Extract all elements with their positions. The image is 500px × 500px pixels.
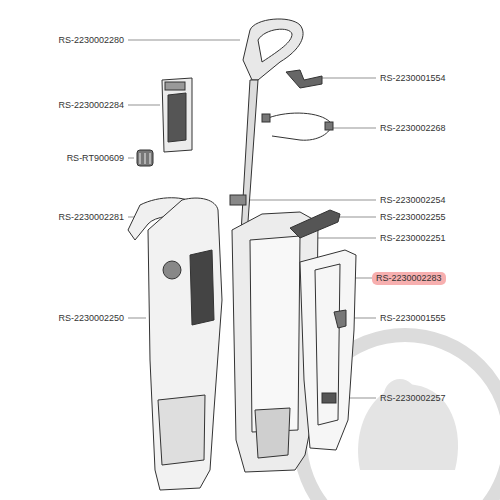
part-number: RS-RT900609 <box>65 153 126 164</box>
part-number: RS-2230002250 <box>56 313 126 324</box>
knob <box>137 150 153 166</box>
small-bracket <box>230 195 246 205</box>
main-body <box>148 198 222 490</box>
parts <box>128 19 356 490</box>
clip <box>290 210 340 238</box>
part-number: RS-2230002284 <box>56 100 126 111</box>
part-number: RS-2230001555 <box>378 313 448 324</box>
part-number: RS-2230002283 <box>372 272 446 285</box>
part-number: RS-2230002251 <box>378 233 448 244</box>
small-part <box>286 70 322 88</box>
cord <box>262 113 333 140</box>
part-number: RS-2230002280 <box>56 35 126 46</box>
latch <box>334 310 346 328</box>
side-panel <box>300 250 356 450</box>
part-number: RS-2230002281 <box>56 212 126 223</box>
part-number: RS-2230002255 <box>378 212 448 223</box>
screw <box>322 393 336 403</box>
part-number: RS-2230002257 <box>378 393 448 404</box>
part-number: RS-2230002254 <box>378 195 448 206</box>
part-number: RS-2230001554 <box>378 73 448 84</box>
part-number: RS-2230002268 <box>378 123 448 134</box>
battery-pack <box>162 78 192 152</box>
